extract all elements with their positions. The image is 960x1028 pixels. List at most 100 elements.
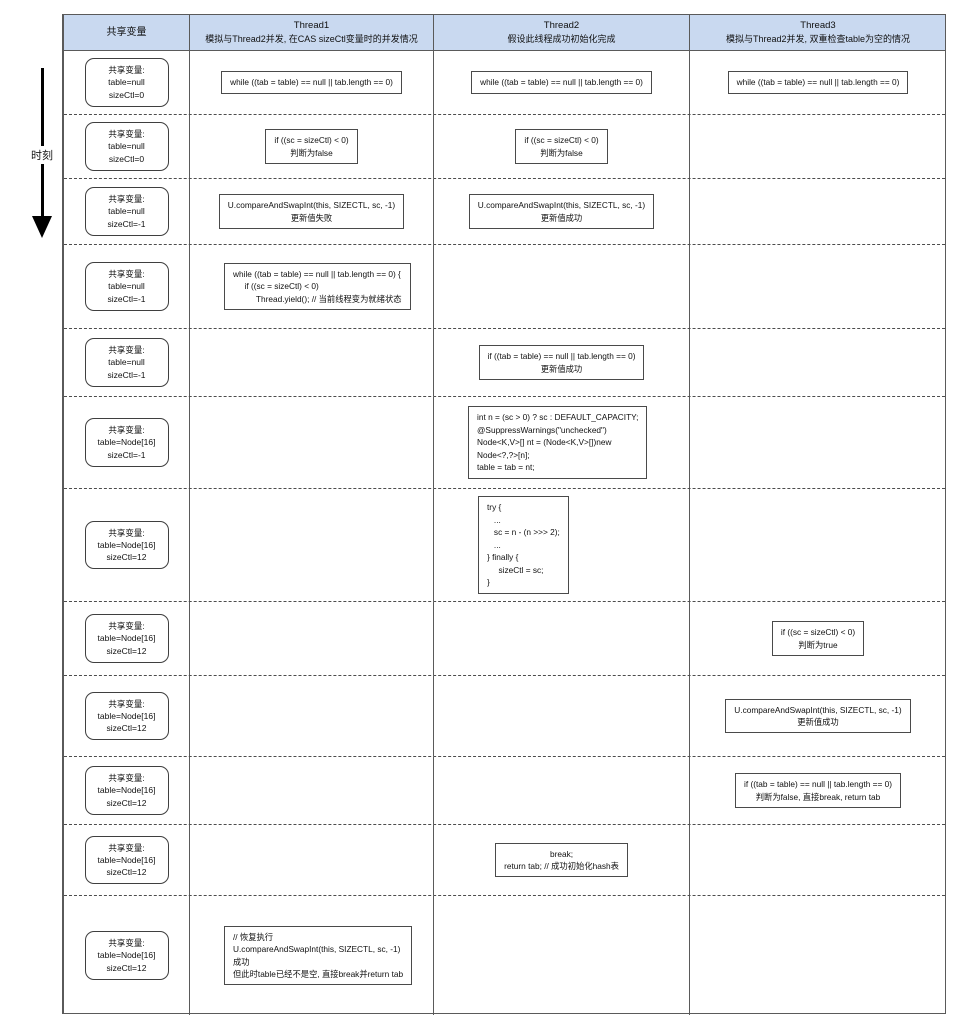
- thread2-cell: [434, 245, 690, 328]
- thread1-cell: [190, 489, 434, 601]
- table-body: 共享变量: table=null sizeCtl=0 while ((tab = …: [64, 51, 945, 1015]
- shared-variable-box: 共享变量: table=null sizeCtl=-1: [84, 338, 169, 387]
- shared-variable-box: 共享变量: table=null sizeCtl=0: [84, 122, 169, 171]
- table-row: 共享变量: table=Node[16] sizeCtl=-1 int n = (…: [64, 397, 945, 489]
- thread2-cell: int n = (sc > 0) ? sc : DEFAULT_CAPACITY…: [434, 397, 690, 488]
- thread1-cell: [190, 825, 434, 895]
- shared-variable-box: 共享变量: table=Node[16] sizeCtl=-1: [84, 418, 169, 467]
- shared-variable-box: 共享变量: table=Node[16] sizeCtl=12: [84, 766, 169, 815]
- table-row: 共享变量: table=null sizeCtl=0 while ((tab = …: [64, 51, 945, 115]
- code-box: if ((sc = sizeCtl) < 0) 判断为true: [771, 621, 865, 656]
- shared-variable-cell: 共享变量: table=null sizeCtl=0: [64, 115, 190, 178]
- thread3-cell: [690, 489, 946, 601]
- time-axis-shaft: [41, 68, 44, 220]
- thread2-cell: [434, 602, 690, 675]
- thread2-cell: break; return tab; // 成功初始化hash表: [434, 825, 690, 895]
- thread2-cell: [434, 757, 690, 824]
- code-box: if ((tab = table) == null || tab.length …: [478, 345, 645, 380]
- thread1-cell: U.compareAndSwapInt(this, SIZECTL, sc, -…: [190, 179, 434, 244]
- column-header-title: Thread2: [543, 20, 580, 32]
- code-box: // 恢复执行 U.compareAndSwapInt(this, SIZECT…: [224, 925, 413, 986]
- code-box: U.compareAndSwapInt(this, SIZECTL, sc, -…: [218, 194, 405, 229]
- thread1-cell: while ((tab = table) == null || tab.leng…: [190, 51, 434, 114]
- column-header-title: 共享变量: [106, 26, 147, 38]
- table-row: 共享变量: table=Node[16] sizeCtl=12 // 恢复执行 U…: [64, 896, 945, 1015]
- timeline-table: 共享变量 Thread1 模拟与Thread2并发, 在CAS sizeCtl变…: [62, 14, 946, 1015]
- code-box: while ((tab = table) == null || tab.leng…: [224, 262, 411, 311]
- shared-variable-cell: 共享变量: table=Node[16] sizeCtl=12: [64, 676, 190, 756]
- thread1-cell: while ((tab = table) == null || tab.leng…: [190, 245, 434, 328]
- shared-variable-cell: 共享变量: table=Node[16] sizeCtl=12: [64, 896, 190, 1015]
- table-header-row: 共享变量 Thread1 模拟与Thread2并发, 在CAS sizeCtl变…: [64, 15, 945, 51]
- code-box: break; return tab; // 成功初始化hash表: [495, 842, 628, 878]
- code-box: if ((sc = sizeCtl) < 0) 判断为false: [265, 129, 358, 164]
- code-box: if ((tab = table) == null || tab.length …: [735, 773, 901, 808]
- thread2-cell: try { ... sc = n - (n >>> 2); ... } fina…: [434, 489, 690, 601]
- shared-variable-cell: 共享变量: table=Node[16] sizeCtl=-1: [64, 397, 190, 488]
- thread3-cell: [690, 896, 946, 1015]
- thread1-cell: [190, 676, 434, 756]
- thread3-cell: [690, 245, 946, 328]
- code-box: U.compareAndSwapInt(this, SIZECTL, sc, -…: [725, 698, 911, 734]
- shared-variable-cell: 共享变量: table=null sizeCtl=-1: [64, 179, 190, 244]
- code-box: while ((tab = table) == null || tab.leng…: [471, 71, 652, 94]
- shared-variable-cell: 共享变量: table=Node[16] sizeCtl=12: [64, 489, 190, 601]
- thread2-cell: while ((tab = table) == null || tab.leng…: [434, 51, 690, 114]
- thread3-cell: if ((tab = table) == null || tab.length …: [690, 757, 946, 824]
- code-box: while ((tab = table) == null || tab.leng…: [221, 71, 402, 94]
- code-box: U.compareAndSwapInt(this, SIZECTL, sc, -…: [468, 194, 655, 229]
- shared-variable-box: 共享变量: table=Node[16] sizeCtl=12: [84, 931, 169, 980]
- shared-variable-cell: 共享变量: table=Node[16] sizeCtl=12: [64, 825, 190, 895]
- thread3-cell: [690, 329, 946, 396]
- column-header-subtitle: 模拟与Thread2并发, 双重检查table为空的情况: [725, 33, 911, 44]
- shared-variable-cell: 共享变量: table=null sizeCtl=-1: [64, 245, 190, 328]
- code-box: int n = (sc > 0) ? sc : DEFAULT_CAPACITY…: [468, 406, 648, 479]
- table-row: 共享变量: table=null sizeCtl=0 if ((sc = size…: [64, 115, 945, 179]
- thread3-cell: [690, 825, 946, 895]
- thread2-cell: [434, 896, 690, 1015]
- thread3-cell: U.compareAndSwapInt(this, SIZECTL, sc, -…: [690, 676, 946, 756]
- table-row: 共享变量: table=Node[16] sizeCtl=12 break; re…: [64, 825, 945, 896]
- code-box: if ((sc = sizeCtl) < 0) 判断为false: [515, 129, 608, 164]
- thread3-cell: [690, 397, 946, 488]
- table-row: 共享变量: table=Node[16] sizeCtl=12 try { ...…: [64, 489, 945, 602]
- thread1-cell: [190, 329, 434, 396]
- thread2-cell: U.compareAndSwapInt(this, SIZECTL, sc, -…: [434, 179, 690, 244]
- shared-variable-box: 共享变量: table=Node[16] sizeCtl=12: [84, 835, 169, 885]
- shared-variable-box: 共享变量: table=Node[16] sizeCtl=12: [84, 520, 169, 570]
- table-row: 共享变量: table=null sizeCtl=-1 U.compareAndS…: [64, 179, 945, 245]
- column-header-thread1: Thread1 模拟与Thread2并发, 在CAS sizeCtl变量时的并发…: [190, 15, 434, 50]
- column-header-thread3: Thread3 模拟与Thread2并发, 双重检查table为空的情况: [690, 15, 946, 50]
- shared-variable-cell: 共享变量: table=Node[16] sizeCtl=12: [64, 602, 190, 675]
- table-row: 共享变量: table=Node[16] sizeCtl=12 if ((tab …: [64, 757, 945, 825]
- table-row: 共享变量: table=null sizeCtl=-1 while ((tab =…: [64, 245, 945, 329]
- thread3-cell: while ((tab = table) == null || tab.leng…: [690, 51, 946, 114]
- time-axis-label: 时刻: [18, 146, 66, 164]
- thread1-cell: if ((sc = sizeCtl) < 0) 判断为false: [190, 115, 434, 178]
- shared-variable-box: 共享变量: table=null sizeCtl=0: [84, 58, 169, 107]
- code-box: while ((tab = table) == null || tab.leng…: [727, 71, 909, 94]
- shared-variable-box: 共享变量: table=Node[16] sizeCtl=12: [84, 691, 169, 741]
- column-header-shared-variable: 共享变量: [64, 15, 190, 50]
- shared-variable-cell: 共享变量: table=null sizeCtl=0: [64, 51, 190, 114]
- shared-variable-cell: 共享变量: table=Node[16] sizeCtl=12: [64, 757, 190, 824]
- thread2-cell: if ((tab = table) == null || tab.length …: [434, 329, 690, 396]
- table-row: 共享变量: table=Node[16] sizeCtl=12 U.compare…: [64, 676, 945, 757]
- shared-variable-box: 共享变量: table=null sizeCtl=-1: [84, 187, 169, 236]
- thread1-cell: // 恢复执行 U.compareAndSwapInt(this, SIZECT…: [190, 896, 434, 1015]
- time-axis: 时刻: [18, 68, 66, 248]
- thread2-cell: [434, 676, 690, 756]
- table-row: 共享变量: table=Node[16] sizeCtl=12 if ((sc =…: [64, 602, 945, 676]
- thread2-cell: if ((sc = sizeCtl) < 0) 判断为false: [434, 115, 690, 178]
- column-header-subtitle: 模拟与Thread2并发, 在CAS sizeCtl变量时的并发情况: [205, 33, 418, 44]
- column-header-title: Thread3: [800, 20, 836, 32]
- time-axis-arrowhead-icon: [32, 216, 52, 238]
- thread3-cell: if ((sc = sizeCtl) < 0) 判断为true: [690, 602, 946, 675]
- thread3-cell: [690, 115, 946, 178]
- thread1-cell: [190, 757, 434, 824]
- column-header-title: Thread1: [293, 20, 330, 32]
- column-header-thread2: Thread2 假设此线程成功初始化完成: [434, 15, 690, 50]
- shared-variable-cell: 共享变量: table=null sizeCtl=-1: [64, 329, 190, 396]
- shared-variable-box: 共享变量: table=null sizeCtl=-1: [84, 262, 169, 311]
